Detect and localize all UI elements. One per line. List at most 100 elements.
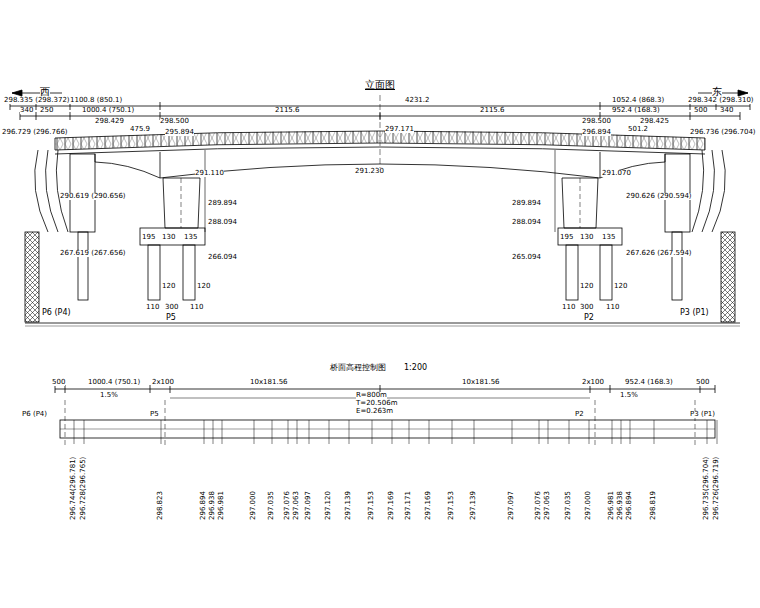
dimension-label: 295.894 — [165, 129, 194, 136]
elevation-value: 297.035 — [565, 491, 572, 520]
elevation-value: 297.076 — [535, 491, 542, 520]
elevation-value: 297.139 — [470, 491, 477, 520]
elevation-value: 297.097 — [508, 491, 515, 520]
dimension-label: 952.4 (168.3) — [612, 107, 660, 114]
elevation-value: 297.063 — [293, 491, 300, 520]
dimension-label: 1000.4 (750.1) — [88, 379, 140, 386]
dimension-label: 120 — [162, 283, 175, 290]
elevation-value: 296.894 — [626, 491, 633, 520]
dimension-label: 2x100 — [152, 379, 174, 386]
elevation-value: 297.169 — [425, 491, 432, 520]
elevation-value: 297.153 — [368, 491, 375, 520]
elevation-value: 298.819 — [650, 491, 657, 520]
elevation-value: 296.726(296.719) — [713, 457, 720, 520]
dimension-label: R=800m — [356, 392, 387, 399]
dimension-label: 4231.2 — [405, 97, 430, 104]
elevation-value: 297.076 — [284, 491, 291, 520]
dimension-label: 297.171 — [385, 126, 414, 133]
dimension-label: 195 — [560, 234, 573, 241]
dimension-label: 500 — [696, 379, 709, 386]
dimension-label: T=20.506m — [356, 400, 397, 407]
dimension-label: 501.2 — [628, 126, 648, 133]
dimension-label: 1.5% — [100, 392, 118, 399]
elevation-value: 297.035 — [268, 491, 275, 520]
dimension-label: 500 — [52, 379, 65, 386]
dimension-label: 西 — [40, 87, 50, 97]
dimension-label: 298.342 (298.310) — [688, 97, 754, 104]
dimension-label: 475.9 — [130, 126, 150, 133]
dimension-label: 291.070 — [602, 170, 631, 177]
dimension-label: 桥面高程控制图 — [330, 364, 386, 372]
dimension-label: E=0.263m — [356, 408, 393, 415]
dimension-label: 10x181.56 — [462, 379, 500, 386]
dimension-label: 265.094 — [512, 254, 541, 261]
dimension-label: 288.094 — [208, 219, 237, 226]
elevation-value: 297.120 — [325, 491, 332, 520]
dimension-label: 267.619 (267.656) — [60, 250, 126, 257]
elevation-value: 297.000 — [250, 491, 257, 520]
dimension-label: 110 — [146, 304, 159, 311]
elevation-value: 296.981 — [218, 491, 225, 520]
elevation-value: 297.000 — [585, 491, 592, 520]
dimension-label: P2 — [584, 314, 594, 322]
dimension-label: 195 — [142, 234, 155, 241]
elevation-value: 296.728(296.765) — [80, 457, 87, 520]
dimension-label: 110 — [190, 304, 203, 311]
dimension-label: 1052.4 (868.3) — [612, 97, 664, 104]
dimension-label: P3 (P1) — [680, 309, 709, 317]
elevation-value: 296.894 — [200, 491, 207, 520]
dimension-label: P6 (P4) — [42, 309, 71, 317]
dimension-label: 300 — [580, 304, 593, 311]
elevation-value: 297.171 — [405, 491, 412, 520]
dimension-label: 298.500 — [582, 118, 611, 125]
dimension-label: 291.110 — [195, 170, 224, 177]
elevation-value: 298.823 — [157, 491, 164, 520]
elevation-value: 297.063 — [544, 491, 551, 520]
dimension-label: P2 — [575, 411, 584, 418]
dimension-label: 东 — [712, 87, 722, 97]
elevation-value: 296.938 — [617, 491, 624, 520]
elevation-value: 296.981 — [608, 491, 615, 520]
dimension-label: 130 — [580, 234, 593, 241]
elevation-value: 297.097 — [305, 491, 312, 520]
dimension-label: 296.894 — [582, 129, 611, 136]
dimension-label: 340 — [720, 107, 733, 114]
dimension-label: 298.500 — [160, 118, 189, 125]
dimension-label: 110 — [562, 304, 575, 311]
elevation-value: 297.139 — [345, 491, 352, 520]
dimension-label: 296.736 (296.704) — [690, 129, 756, 136]
dimension-label: 267.626 (267.594) — [626, 250, 692, 257]
dimension-label: 10x181.56 — [250, 379, 288, 386]
dimension-label: 290.626 (290.594) — [626, 193, 692, 200]
dimension-label: 300 — [165, 304, 178, 311]
dimension-label: 110 — [606, 304, 619, 311]
dimension-label: 340 — [20, 107, 33, 114]
dimension-label: 289.894 — [512, 200, 541, 207]
dimension-label: 1100.8 (850.1) — [70, 97, 122, 104]
dimension-label: P3 (P1) — [690, 411, 715, 418]
dimension-label: 298.425 — [640, 118, 669, 125]
dimension-label: 1000.4 (750.1) — [82, 107, 134, 114]
dimension-label: 2x100 — [582, 379, 604, 386]
dimension-label: 296.729 (296.766) — [2, 129, 68, 136]
dimension-label: 2115.6 — [480, 107, 505, 114]
elevation-value: 297.169 — [388, 491, 395, 520]
dimension-label: 120 — [614, 283, 627, 290]
dimension-label: 120 — [580, 283, 593, 290]
elevation-value: 296.744(296.781) — [70, 457, 77, 520]
elevation-value: 296.735(296.704) — [703, 457, 710, 520]
dimension-label: 288.094 — [512, 219, 541, 226]
elevation-value: 296.938 — [209, 491, 216, 520]
dimension-label: 291.230 — [355, 168, 384, 175]
elevation-value: 297.153 — [448, 491, 455, 520]
dimension-label: 135 — [184, 234, 197, 241]
dimension-label: 130 — [162, 234, 175, 241]
dimension-label: 1.5% — [620, 392, 638, 399]
dimension-label: 298.429 — [95, 118, 124, 125]
dimension-label: P5 — [150, 411, 159, 418]
dimension-label: 289.894 — [208, 200, 237, 207]
dimension-label: 298.335 (298.372) — [4, 97, 70, 104]
dimension-label: 2115.6 — [275, 107, 300, 114]
